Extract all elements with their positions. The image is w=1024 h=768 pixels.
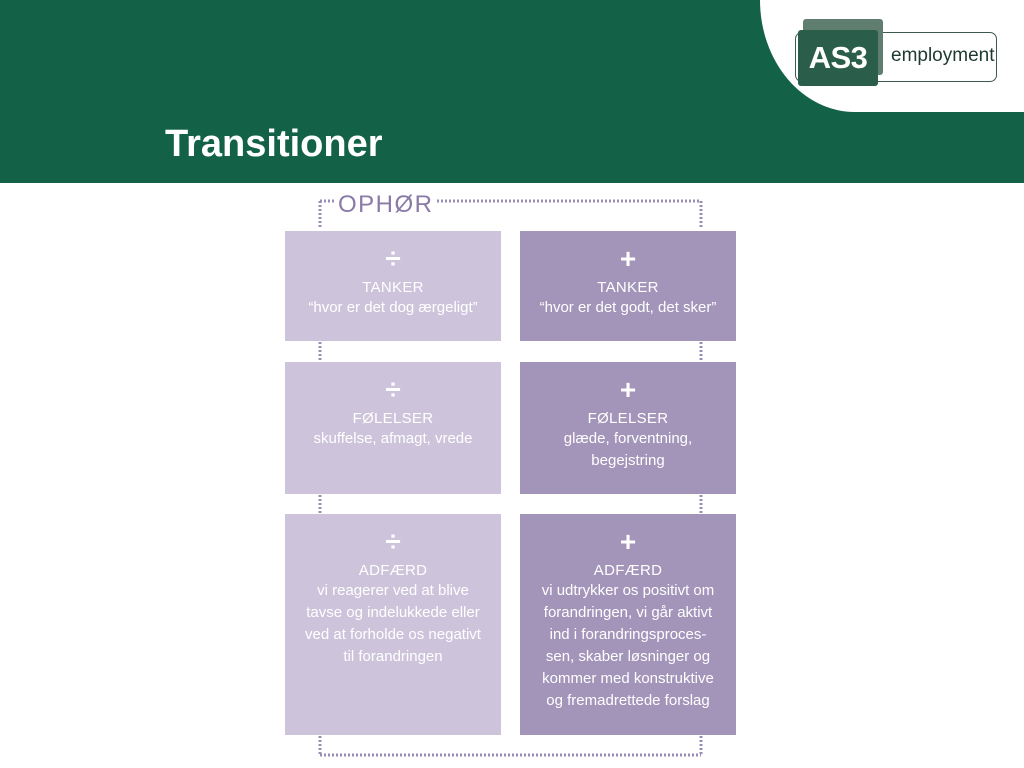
box-negative-thoughts: ÷ TANKER “hvor er det dog ærgeligt” [285, 231, 501, 341]
diagram-heading: OPHØR [336, 190, 436, 220]
box-label: ADFÆRD [358, 562, 428, 579]
plus-sign: + [619, 526, 637, 557]
box-negative-feelings: ÷ FØLELSER skuffelse, afmagt, vrede [285, 362, 501, 494]
box-label: ADFÆRD [593, 562, 663, 579]
box-text: “hvor er det dog ærgeligt” [308, 299, 478, 316]
box-positive-behaviour: + ADFÆRD vi udtrykker os positivt om for… [520, 514, 736, 735]
box-text: “hvor er det godt, det sker” [539, 299, 717, 316]
as3-employment-logo: AS3 employment [795, 19, 997, 89]
minus-sign: ÷ [385, 526, 401, 557]
logo-wordmark: employment [891, 45, 995, 66]
title-banner: AS3 employment Transitioner [0, 0, 1024, 183]
plus-sign: + [619, 374, 637, 405]
minus-sign: ÷ [385, 243, 401, 274]
box-text: skuffelse, afmagt, vrede [313, 430, 473, 447]
box-text: glæde, forventning, begejstring [563, 430, 693, 469]
box-label: FØLELSER [352, 410, 434, 427]
box-label: TANKER [362, 279, 424, 296]
plus-sign: + [619, 243, 637, 274]
box-positive-thoughts: + TANKER “hvor er det godt, det sker” [520, 231, 736, 341]
box-label: TANKER [597, 279, 659, 296]
box-label: FØLELSER [587, 410, 669, 427]
box-negative-behaviour: ÷ ADFÆRD vi reagerer ved at blive tavse … [285, 514, 501, 735]
minus-sign: ÷ [385, 374, 401, 405]
box-text: vi reagerer ved at blive tavse og indelu… [305, 582, 481, 665]
box-text: vi udtrykker os positivt om forandringen… [541, 582, 715, 709]
logo-mark: AS3 [798, 30, 878, 86]
box-positive-feelings: + FØLELSER glæde, forventning, begejstri… [520, 362, 736, 494]
ophoer-diagram: OPHØR ÷ TANKER “hvor er det dog ærgeligt… [281, 183, 738, 768]
dotted-frame [318, 199, 703, 757]
page-title: Transitioner [165, 123, 383, 165]
